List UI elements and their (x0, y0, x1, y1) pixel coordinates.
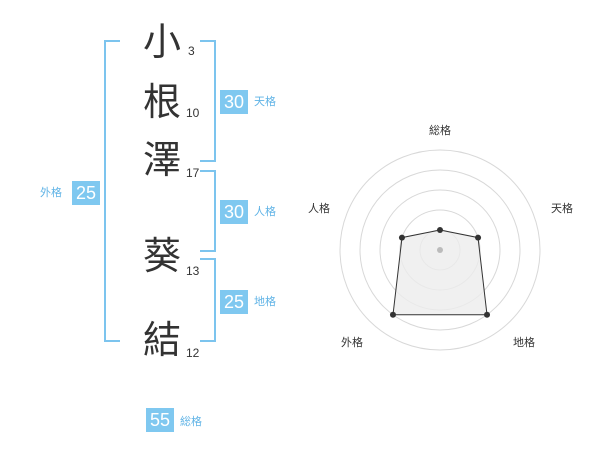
radar-point-jinkaku (398, 234, 405, 241)
outer-bracket (104, 40, 120, 342)
gaikaku-value-badge: 25 (72, 181, 100, 205)
radar-ring (359, 169, 521, 331)
kanji-1: 小 (142, 20, 181, 64)
radar-ring (339, 149, 541, 351)
jinkaku-label: 人格 (254, 205, 276, 218)
stroke-count-3: 17 (186, 166, 200, 180)
chikaku-label: 地格 (254, 295, 276, 308)
radar-polygon (392, 229, 488, 316)
radar-label-soukaku: 総格 (429, 123, 451, 137)
radar-label-gaikaku: 外格 (341, 335, 363, 349)
tenkaku-value-badge: 30 (220, 90, 248, 114)
radar-center-dot (437, 247, 443, 253)
jinkaku-value-badge: 30 (220, 200, 248, 224)
stroke-count-2: 10 (186, 106, 200, 120)
soukaku-value-badge: 55 (146, 408, 174, 432)
stroke-count-1: 3 (188, 44, 195, 58)
kanji-3: 澤 (142, 138, 181, 182)
radar-point-soukaku (437, 227, 443, 233)
radar-label-tenkaku: 天格 (551, 201, 573, 215)
radar-point-tenkaku (475, 234, 482, 241)
jinkaku-bracket (200, 170, 216, 252)
gaikaku-label: 外格 (40, 186, 62, 199)
radar-label-chikaku: 地格 (513, 335, 535, 349)
radar-label-jinkaku: 人格 (308, 201, 330, 215)
chikaku-bracket (200, 258, 216, 342)
chikaku-value-badge: 25 (220, 290, 248, 314)
stroke-count-5: 12 (186, 346, 200, 360)
tenkaku-label: 天格 (254, 95, 276, 108)
radar-point-gaikaku (389, 311, 396, 318)
kanji-5: 結 (142, 318, 181, 362)
soukaku-label: 総格 (180, 415, 202, 428)
kanji-2: 根 (142, 80, 181, 124)
fortune-radar-chart: 総格 天格 地格 外格 人格 (308, 123, 573, 351)
kanji-4: 葵 (142, 234, 181, 278)
tenkaku-bracket (200, 40, 216, 162)
radar-point-chikaku (484, 311, 491, 318)
stroke-count-4: 13 (186, 264, 200, 278)
